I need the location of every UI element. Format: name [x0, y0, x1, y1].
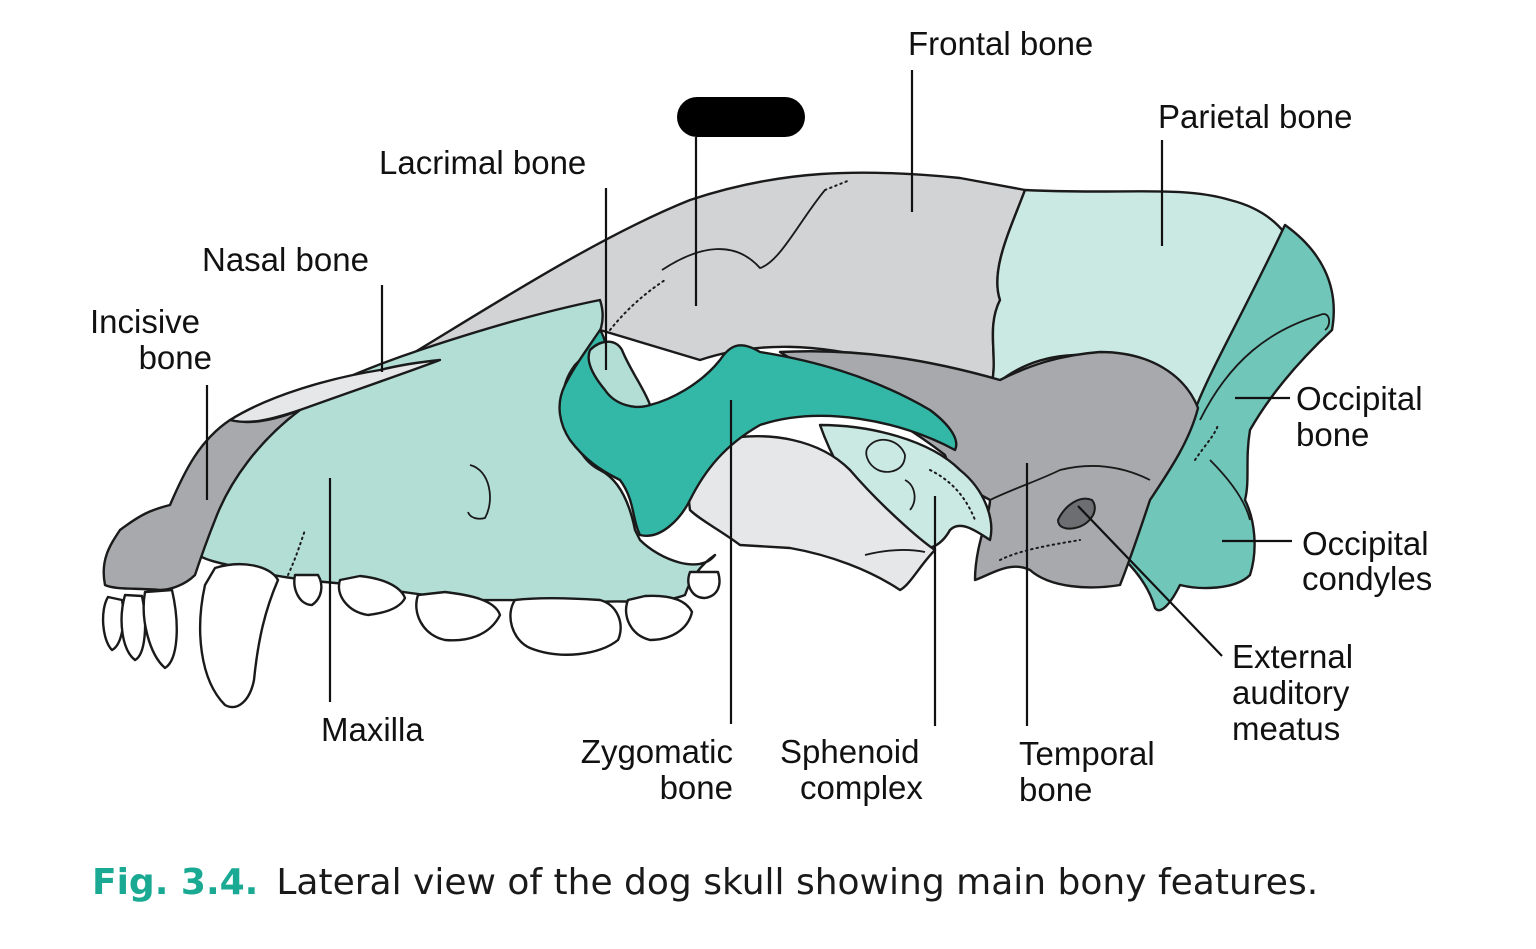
zygomatic-bone-label-line-1: Zygomatic [581, 733, 733, 770]
incisor-tooth-3 [142, 588, 178, 670]
sphenoid-complex-label-line-2: complex [800, 769, 923, 806]
sphenoid-complex-label-line-1: Sphenoid [780, 733, 919, 770]
premolar-tooth-3 [415, 590, 502, 642]
occipital-bone-label-line-1: Occipital [1296, 380, 1423, 417]
zygomatic-bone-region [558, 328, 958, 537]
premolar-tooth-1 [293, 573, 323, 607]
maxilla-foramen [467, 464, 491, 520]
premolar-tooth-2 [337, 574, 407, 617]
ear-leader-line [1077, 505, 1223, 657]
figure-caption: Fig. 3.4. Lateral view of the dog skull s… [92, 862, 1512, 903]
incisive-bone-label-line-1: Incisive [90, 303, 200, 340]
orbit-floor-line [864, 548, 926, 556]
external-auditory-meatus-hole [1056, 497, 1096, 530]
incisor-tooth-2 [120, 593, 147, 662]
canine-tooth [198, 563, 280, 709]
zygomatic-bone-label-line-2: bone [660, 769, 733, 806]
occipital-condyles-label-line-1: Occipital [1302, 525, 1429, 562]
occipital-inner-line [1199, 313, 1331, 421]
occipital-condyles-label-line-2: condyles [1302, 560, 1432, 597]
occipital-bone-label-line-2: bone [1296, 416, 1369, 453]
sphenoid-hook [904, 479, 916, 511]
parietal-bone-label: Parietal bone [1158, 98, 1352, 135]
occipital-dotted-line [1194, 424, 1219, 461]
lacrimal-bone-label: Lacrimal bone [379, 144, 586, 181]
frontal-bone-label: Frontal bone [908, 25, 1093, 62]
nasal-bone-label: Nasal bone [202, 241, 369, 278]
external-auditory-meatus-label-line-2: auditory [1232, 674, 1350, 711]
carnassial-tooth [509, 596, 622, 656]
sphenoid-dotted-line [929, 469, 976, 521]
temporal-bone-label-line-2: bone [1019, 771, 1092, 808]
molar-tooth-2 [687, 570, 721, 600]
caption-text: Lateral view of the dog skull showing ma… [276, 862, 1319, 903]
incisive-bone-label-line-2: bone [139, 339, 212, 376]
lacrimal-bone-region [587, 340, 652, 409]
temporal-line [989, 464, 1151, 501]
external-auditory-meatus-label-line-3: meatus [1232, 710, 1340, 747]
temporal-dotted-line [999, 539, 1081, 561]
external-auditory-meatus-label-line-1: External [1232, 638, 1353, 675]
temporal-bone-label-line-1: Temporal [1019, 735, 1155, 772]
maxilla-label: Maxilla [321, 711, 424, 748]
frontal-dotted-line [824, 179, 851, 191]
sphenoid-curl [865, 438, 906, 473]
molar-tooth-1 [624, 594, 694, 642]
occipital-condyle-curve [1209, 459, 1251, 521]
redaction-bar [677, 97, 805, 137]
figure-number: Fig. 3.4. [92, 862, 259, 903]
orbit-region [687, 435, 937, 592]
maxilla-dotted-line [287, 529, 306, 576]
